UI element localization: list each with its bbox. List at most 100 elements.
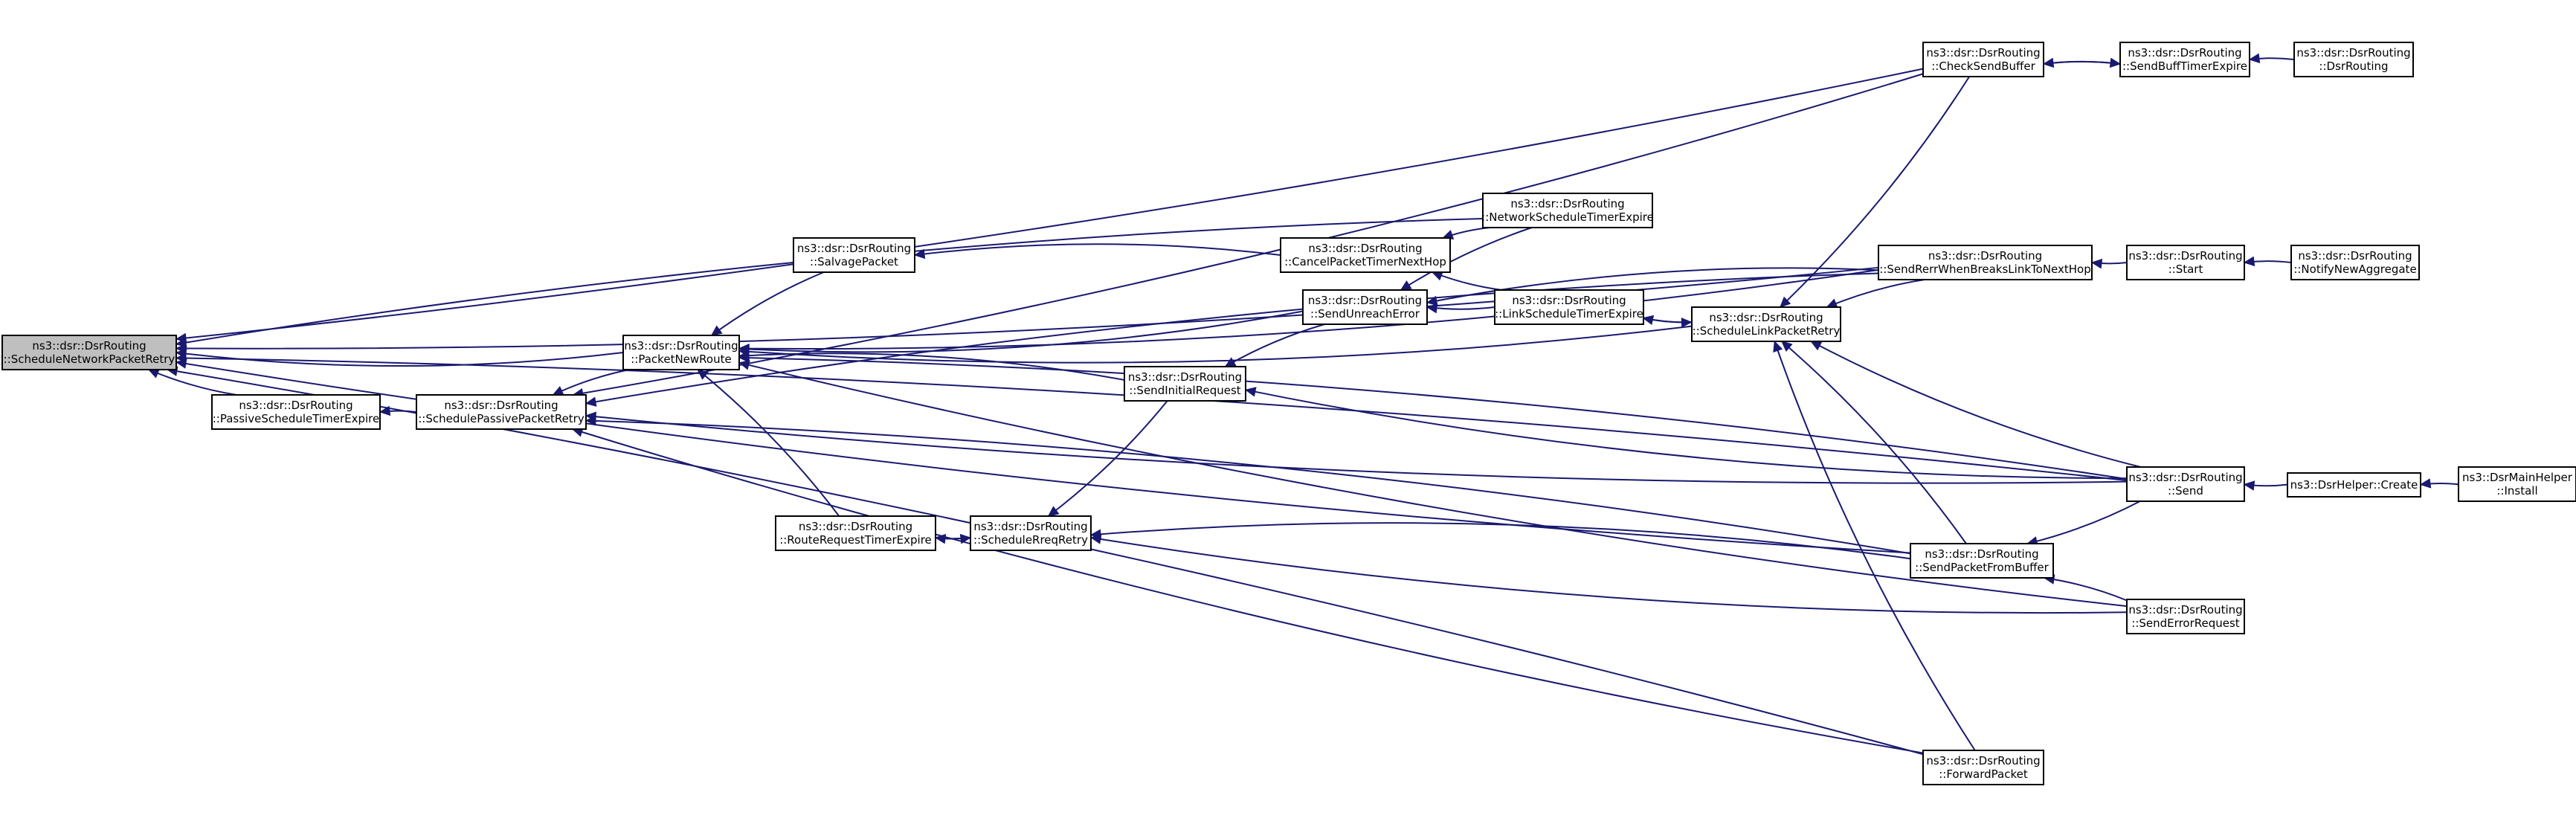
node-nna[interactable]: ns3::dsr::DsrRouting::NotifyNewAggregate	[2290, 245, 2420, 280]
node-create[interactable]: ns3::DsrHelper::Create	[2287, 472, 2421, 498]
node-srr[interactable]: ns3::dsr::DsrRouting::ScheduleRreqRetry	[970, 515, 1092, 551]
arrowhead-sue-to-sir	[1224, 357, 1237, 367]
node-label-line: ::ScheduleLinkPacketRetry	[1693, 324, 1841, 338]
edge-srwb-to-pnr	[738, 268, 1879, 350]
node-lste[interactable]: ns3::dsr::DsrRouting::LinkScheduleTimerE…	[1494, 289, 1644, 325]
node-spfb[interactable]: ns3::dsr::DsrRouting::SendPacketFromBuff…	[1910, 543, 2054, 579]
node-ctor[interactable]: ns3::dsr::DsrRouting::DsrRouting	[2293, 42, 2414, 77]
arrowhead-sir-to-srr	[1047, 506, 1060, 517]
node-fwd[interactable]: ns3::dsr::DsrRouting::ForwardPacket	[1922, 750, 2044, 785]
node-label-line: ns3::dsr::DsrRouting	[1709, 311, 1823, 324]
node-box[interactable]	[970, 515, 1092, 551]
node-label-line: ns3::dsr::DsrRouting	[1926, 754, 2040, 767]
edge-sue-to-sir	[1225, 324, 1325, 367]
edge-cptn-to-salv	[914, 243, 1281, 256]
node-box[interactable]	[1280, 237, 1451, 273]
edge-pste-to-snpr	[148, 369, 237, 396]
node-label-line: ns3::dsr::DsrRouting	[2128, 603, 2242, 617]
arrowhead-rrte-to-pnr	[697, 369, 709, 380]
node-label-line: ::ScheduleNetworkPacketRetry	[4, 353, 176, 366]
arrowhead-send-to-sir	[1244, 387, 1257, 397]
node-box[interactable]	[1922, 750, 2044, 785]
node-ser[interactable]: ns3::dsr::DsrRouting::SendErrorRequest	[2126, 599, 2245, 634]
node-box[interactable]	[793, 237, 915, 273]
node-snpr[interactable]: ns3::dsr::DsrRouting::ScheduleNetworkPac…	[1, 335, 177, 370]
node-label-line: ::PacketNewRoute	[631, 353, 731, 366]
node-box[interactable]	[2126, 599, 2245, 634]
node-rrte[interactable]: ns3::dsr::DsrRouting::RouteRequestTimerE…	[775, 515, 936, 551]
node-label-line: ns3::dsr::DsrRouting	[624, 339, 738, 353]
node-box[interactable]	[1691, 306, 1841, 342]
node-label-line: ::ForwardPacket	[1939, 767, 2028, 781]
node-sppr[interactable]: ns3::dsr::DsrRouting::SchedulePassivePac…	[416, 394, 587, 430]
node-box[interactable]	[2293, 42, 2414, 77]
node-box[interactable]	[1124, 366, 1246, 402]
arrowhead-send-to-pnr	[738, 353, 750, 363]
node-pste[interactable]: ns3::dsr::DsrRouting::PassiveScheduleTim…	[211, 394, 381, 430]
arrowhead-srwb-to-slpr	[1826, 298, 1838, 309]
node-sbte[interactable]: ns3::dsr::DsrRouting::SendBuffTimerExpir…	[2119, 42, 2250, 77]
node-salv[interactable]: ns3::dsr::DsrRouting::SalvagePacket	[793, 237, 915, 273]
node-box[interactable]	[1910, 543, 2054, 579]
node-label-line: ns3::dsr::DsrRouting	[1925, 547, 2038, 561]
node-label-line: ::SendRerrWhenBreaksLinkToNextHop	[1879, 263, 2091, 276]
node-box[interactable]	[2287, 472, 2421, 498]
arrowhead-create-to-send	[2243, 480, 2255, 491]
node-box[interactable]	[1, 335, 177, 370]
edge-csb-to-sppr	[573, 73, 1924, 396]
node-cptn[interactable]: ns3::dsr::DsrRouting::CancelPacketTimerN…	[1280, 237, 1451, 273]
node-pnr[interactable]: ns3::dsr::DsrRouting::PacketNewRoute	[622, 335, 740, 370]
arrowhead-nste-to-sue	[1400, 280, 1412, 291]
node-sir[interactable]: ns3::dsr::DsrRouting::SendInitialRequest	[1124, 366, 1246, 402]
node-label-line: ns3::dsr::DsrRouting	[2128, 249, 2242, 263]
node-label-line: ns3::DsrMainHelper	[2462, 471, 2573, 484]
arrowhead-spfb-to-slpr	[1781, 341, 1793, 352]
arrowhead-srwb-to-pnr	[738, 343, 750, 354]
arrowhead-start-to-srwb	[2090, 258, 2103, 269]
edge-ser-to-pnr	[738, 361, 2128, 608]
node-box[interactable]	[1482, 193, 1653, 228]
edge-sir-to-srr	[1048, 400, 1168, 517]
arrowhead-pnr-to-sppr	[552, 386, 564, 396]
node-box[interactable]	[2126, 245, 2245, 280]
arrowhead-nna-to-start	[2243, 256, 2255, 267]
node-srwb[interactable]: ns3::dsr::DsrRouting::SendRerrWhenBreaks…	[1878, 245, 2093, 280]
node-box[interactable]	[211, 394, 381, 430]
arrowhead-fwd-to-slpr	[1773, 340, 1783, 353]
node-label-line: ns3::dsr::DsrRouting	[1928, 249, 2042, 263]
edge-send-to-pnr	[738, 356, 2128, 480]
node-csb[interactable]: ns3::dsr::DsrRouting::CheckSendBuffer	[1922, 42, 2044, 77]
arrowhead-spfb-to-snpr	[175, 358, 187, 369]
node-box[interactable]	[2458, 466, 2576, 502]
node-slpr[interactable]: ns3::dsr::DsrRouting::ScheduleLinkPacket…	[1691, 306, 1841, 342]
node-send[interactable]: ns3::dsr::DsrRouting::Send	[2126, 466, 2245, 502]
arrowhead-ctor-to-sbte	[2248, 53, 2261, 64]
node-label-line: ns3::dsr::DsrRouting	[2296, 46, 2410, 59]
node-box[interactable]	[775, 515, 936, 551]
node-label-line: ns3::dsr::DsrRouting	[239, 399, 352, 412]
arrowhead-srwb-to-sppr	[585, 396, 597, 407]
node-box[interactable]	[2290, 245, 2420, 280]
node-box[interactable]	[622, 335, 740, 370]
edge-sue-to-pnr	[738, 310, 1304, 353]
arrowhead-lste-to-slpr	[1681, 317, 1693, 328]
edge-srwb-to-slpr	[1826, 279, 1925, 308]
node-box[interactable]	[2119, 42, 2250, 77]
node-start[interactable]: ns3::dsr::DsrRouting::Start	[2126, 245, 2245, 280]
node-sue[interactable]: ns3::dsr::DsrRouting::SendUnreachError	[1302, 289, 1428, 325]
node-label-line: ns3::dsr::DsrRouting	[1926, 46, 2040, 59]
node-box[interactable]	[1922, 42, 2044, 77]
node-box[interactable]	[2126, 466, 2245, 502]
node-box[interactable]	[1302, 289, 1428, 325]
node-box[interactable]	[1878, 245, 2093, 280]
node-install[interactable]: ns3::DsrMainHelper::Install	[2458, 466, 2576, 502]
edge-send-to-sppr	[585, 414, 2128, 484]
edge-rrte-to-pnr	[697, 369, 840, 517]
node-box[interactable]	[1494, 289, 1644, 325]
node-label-line: ::NotifyNewAggregate	[2293, 263, 2416, 276]
node-nste[interactable]: ns3::dsr::DsrRouting::NetworkScheduleTim…	[1481, 193, 1654, 228]
node-label-line: ns3::dsr::DsrRouting	[1308, 242, 1422, 255]
arrowhead-csb-to-sbte	[2109, 57, 2122, 68]
node-box[interactable]	[416, 394, 587, 430]
